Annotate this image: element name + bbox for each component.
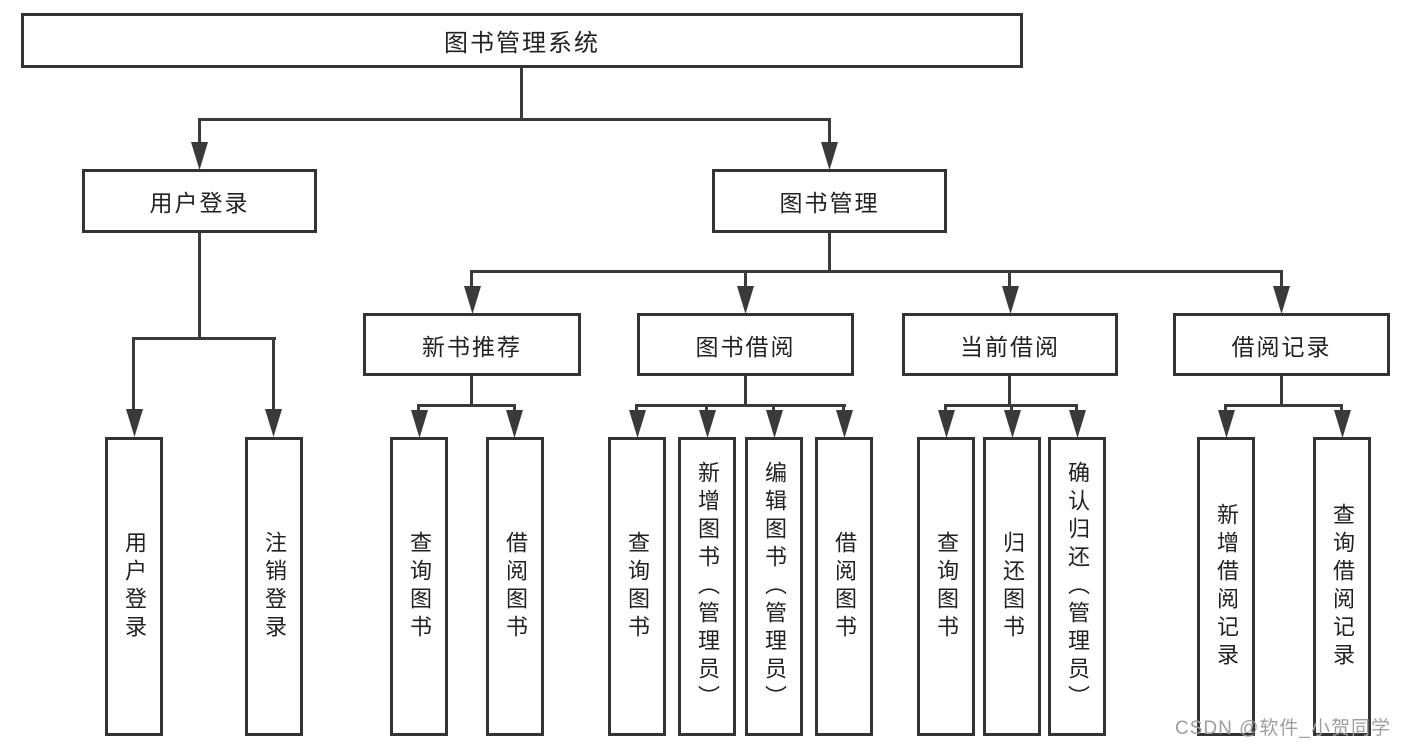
connector-arrow-stem <box>1008 270 1011 290</box>
connector-arrow-stem <box>1340 404 1343 414</box>
leaf-edit-book-admin: 编辑图书（管理员） <box>745 437 803 736</box>
leaf-query-borrow-record-label: 查询借阅记录 <box>1330 502 1355 671</box>
arrow-down-icon <box>821 142 838 170</box>
connector-root-stem <box>520 68 523 118</box>
connector-book-management-stem <box>828 233 831 270</box>
leaf-confirm-return-admin-label: 确认归还（管理员） <box>1065 460 1090 713</box>
connector-group-stem <box>470 376 473 404</box>
arrow-down-icon <box>1334 410 1351 438</box>
leaf-query-borrow-record: 查询借阅记录 <box>1313 437 1371 736</box>
node-root: 图书管理系统 <box>21 13 1023 68</box>
arrow-down-icon <box>1069 410 1086 438</box>
leaf-query-books-current-label: 查询图书 <box>934 530 959 643</box>
leaf-add-book-admin: 新增图书（管理员） <box>678 437 736 736</box>
arrow-down-icon <box>737 286 754 314</box>
connector-arrow-stem <box>772 404 775 414</box>
arrow-down-icon <box>1004 410 1021 438</box>
arrow-down-icon <box>1218 410 1235 438</box>
node-borrowing-records: 借阅记录 <box>1173 313 1390 376</box>
connector-arrow-stem <box>417 404 420 414</box>
connector-arrow-stem <box>1075 404 1078 414</box>
connector-arrow-stem <box>198 118 201 146</box>
leaf-user-login-label: 用户登录 <box>122 530 147 643</box>
arrow-down-icon <box>265 409 282 437</box>
connector-arrow-stem <box>513 404 516 414</box>
connector-group-stem <box>744 376 747 404</box>
leaf-borrow-books-label: 借阅图书 <box>832 530 857 643</box>
connector-arrow-stem <box>842 404 845 414</box>
leaf-return-books: 归还图书 <box>983 437 1041 736</box>
leaf-add-borrow-record: 新增借阅记录 <box>1197 437 1255 736</box>
arrow-down-icon <box>464 286 481 314</box>
node-book-management-label: 图书管理 <box>779 190 880 216</box>
connector-arrow-stem <box>944 404 947 414</box>
leaf-query-books-recommend-label: 查询图书 <box>407 530 432 643</box>
arrow-down-icon <box>629 410 646 438</box>
arrow-down-icon <box>766 410 783 438</box>
connector-group-branch <box>418 404 516 407</box>
connector-user-login-stem <box>198 233 201 337</box>
leaf-query-books-borrow: 查询图书 <box>608 437 666 736</box>
leaf-add-book-admin-label: 新增图书（管理员） <box>695 460 720 713</box>
connector-level1-branch <box>198 118 831 121</box>
node-borrowing-records-label: 借阅记录 <box>1231 333 1332 360</box>
leaf-borrow-books: 借阅图书 <box>815 437 873 736</box>
node-user-login-label: 用户登录 <box>149 190 250 216</box>
arrow-down-icon <box>506 410 523 438</box>
leaf-borrow-books-recommend-label: 借阅图书 <box>503 530 528 643</box>
node-current-borrowing: 当前借阅 <box>902 313 1118 376</box>
arrow-down-icon <box>836 410 853 438</box>
connector-arrow-stem <box>635 404 638 414</box>
connector-arrow-stem <box>1224 404 1227 414</box>
node-book-borrowing: 图书借阅 <box>637 313 854 376</box>
leaf-confirm-return-admin: 确认归还（管理员） <box>1048 437 1106 736</box>
connector-arrow-stem <box>132 337 135 413</box>
connector-arrow-stem <box>744 270 747 290</box>
connector-group-stem <box>1008 376 1011 404</box>
leaf-logout-label: 注销登录 <box>262 530 287 643</box>
arrow-down-icon <box>1273 286 1290 314</box>
connector-group-branch <box>636 404 846 407</box>
connector-group-stem <box>1280 376 1283 404</box>
watermark-text: CSDN @软件_小贺同学 <box>1175 718 1391 739</box>
node-user-login: 用户登录 <box>82 169 317 233</box>
connector-arrow-stem <box>1280 270 1283 290</box>
node-book-borrowing-label: 图书借阅 <box>695 333 796 360</box>
arrow-down-icon <box>126 409 143 437</box>
node-book-management: 图书管理 <box>712 169 947 233</box>
leaf-borrow-books-recommend: 借阅图书 <box>486 437 544 736</box>
node-new-book-recommendation: 新书推荐 <box>363 313 581 376</box>
leaf-edit-book-admin-label: 编辑图书（管理员） <box>762 460 787 713</box>
connector-arrow-stem <box>272 337 275 413</box>
node-new-book-recommendation-label: 新书推荐 <box>422 333 522 360</box>
connector-user-login-branch <box>133 337 276 340</box>
connector-group-branch <box>1225 404 1343 407</box>
arrow-down-icon <box>699 410 716 438</box>
leaf-query-books-recommend: 查询图书 <box>390 437 448 736</box>
arrow-down-icon <box>191 142 208 170</box>
arrow-down-icon <box>1002 286 1019 314</box>
arrow-down-icon <box>411 410 428 438</box>
connector-arrow-stem <box>1010 404 1013 414</box>
leaf-logout: 注销登录 <box>245 437 303 736</box>
connector-level2-branch <box>471 270 1283 273</box>
node-root-label: 图书管理系统 <box>444 30 600 57</box>
node-current-borrowing-label: 当前借阅 <box>960 333 1060 360</box>
leaf-add-borrow-record-label: 新增借阅记录 <box>1214 502 1239 671</box>
connector-arrow-stem <box>705 404 708 414</box>
leaf-user-login: 用户登录 <box>105 437 163 736</box>
leaf-query-books-current: 查询图书 <box>917 437 975 736</box>
leaf-query-books-borrow-label: 查询图书 <box>625 530 650 643</box>
connector-arrow-stem <box>470 270 473 290</box>
leaf-return-books-label: 归还图书 <box>1000 530 1025 643</box>
arrow-down-icon <box>938 410 955 438</box>
connector-arrow-stem <box>828 118 831 146</box>
